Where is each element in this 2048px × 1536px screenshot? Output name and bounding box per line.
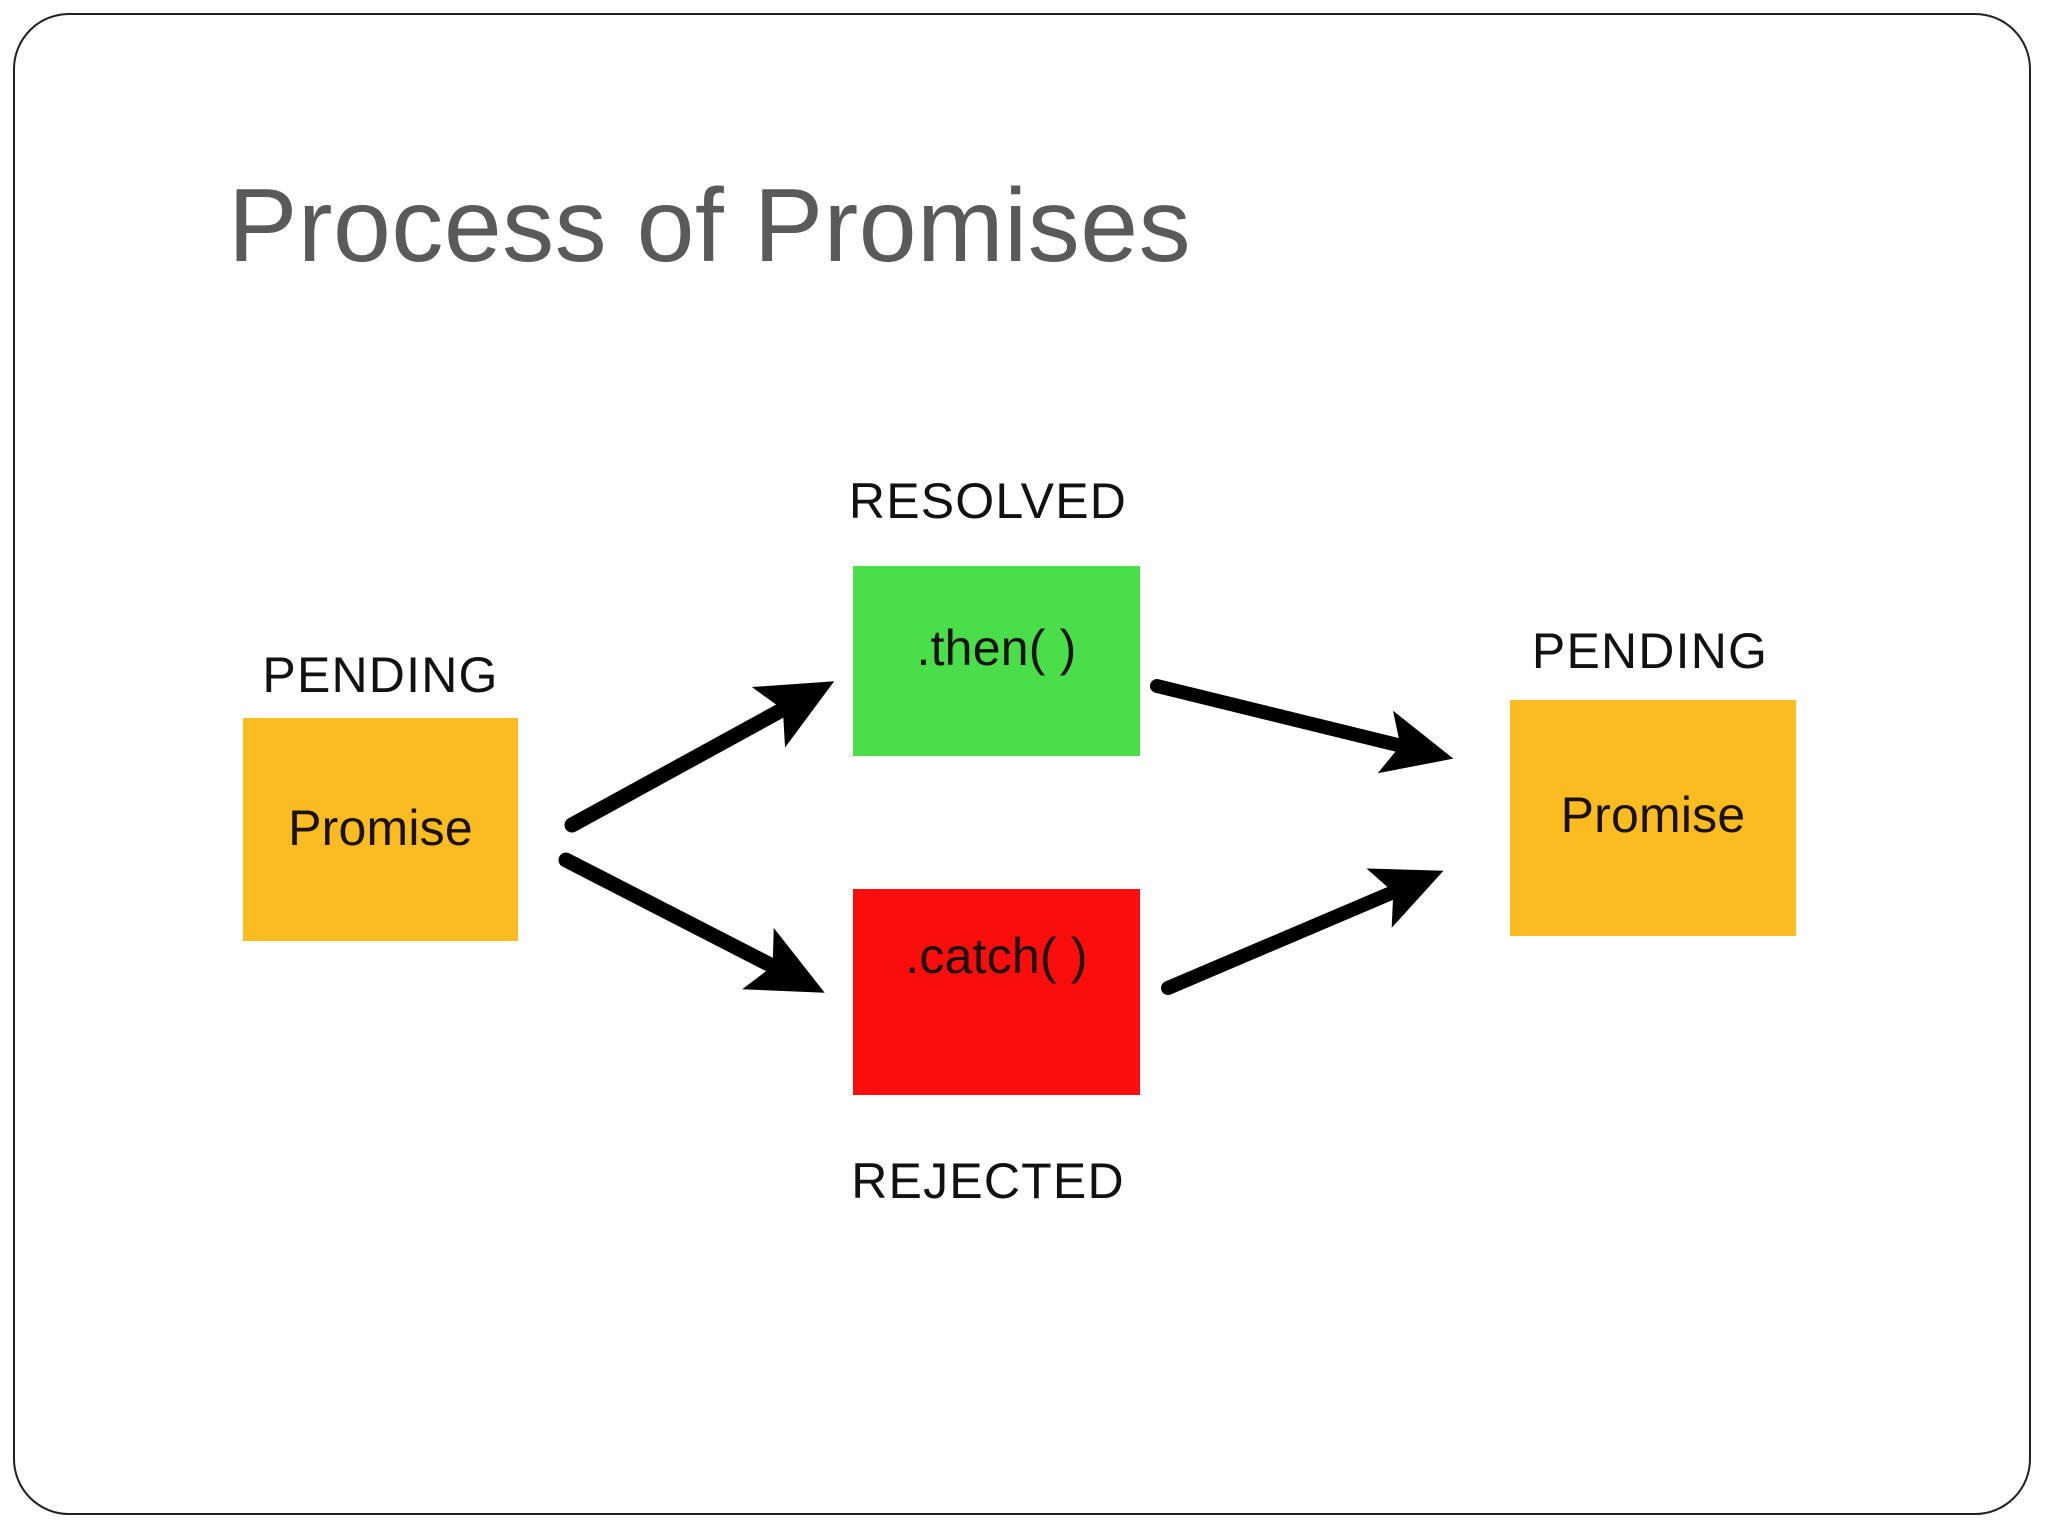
node-promise-left[interactable]: Promise bbox=[243, 718, 518, 941]
node-catch-label: .catch( ) bbox=[905, 928, 1088, 984]
edge-promise-to-catch bbox=[558, 852, 825, 993]
state-label-pending-left: PENDING bbox=[262, 647, 499, 703]
state-label-rejected: REJECTED bbox=[851, 1153, 1125, 1209]
page-title: Process of Promises bbox=[228, 168, 1192, 284]
state-label-pending-right: PENDING bbox=[1531, 623, 1769, 679]
node-then[interactable]: .then( ) bbox=[853, 566, 1140, 756]
edge-catch-to-promise bbox=[1161, 868, 1444, 995]
edge-promise-to-then bbox=[564, 681, 835, 833]
state-label-resolved: RESOLVED bbox=[848, 473, 1128, 529]
node-then-label: .then( ) bbox=[916, 620, 1077, 676]
node-promise-left-label: Promise bbox=[288, 799, 473, 856]
node-catch[interactable]: .catch( ) bbox=[853, 889, 1140, 1095]
node-promise-right[interactable]: Promise bbox=[1510, 700, 1796, 936]
node-promise-right-label: Promise bbox=[1560, 787, 1746, 843]
edge-then-to-promise bbox=[1150, 679, 1454, 774]
